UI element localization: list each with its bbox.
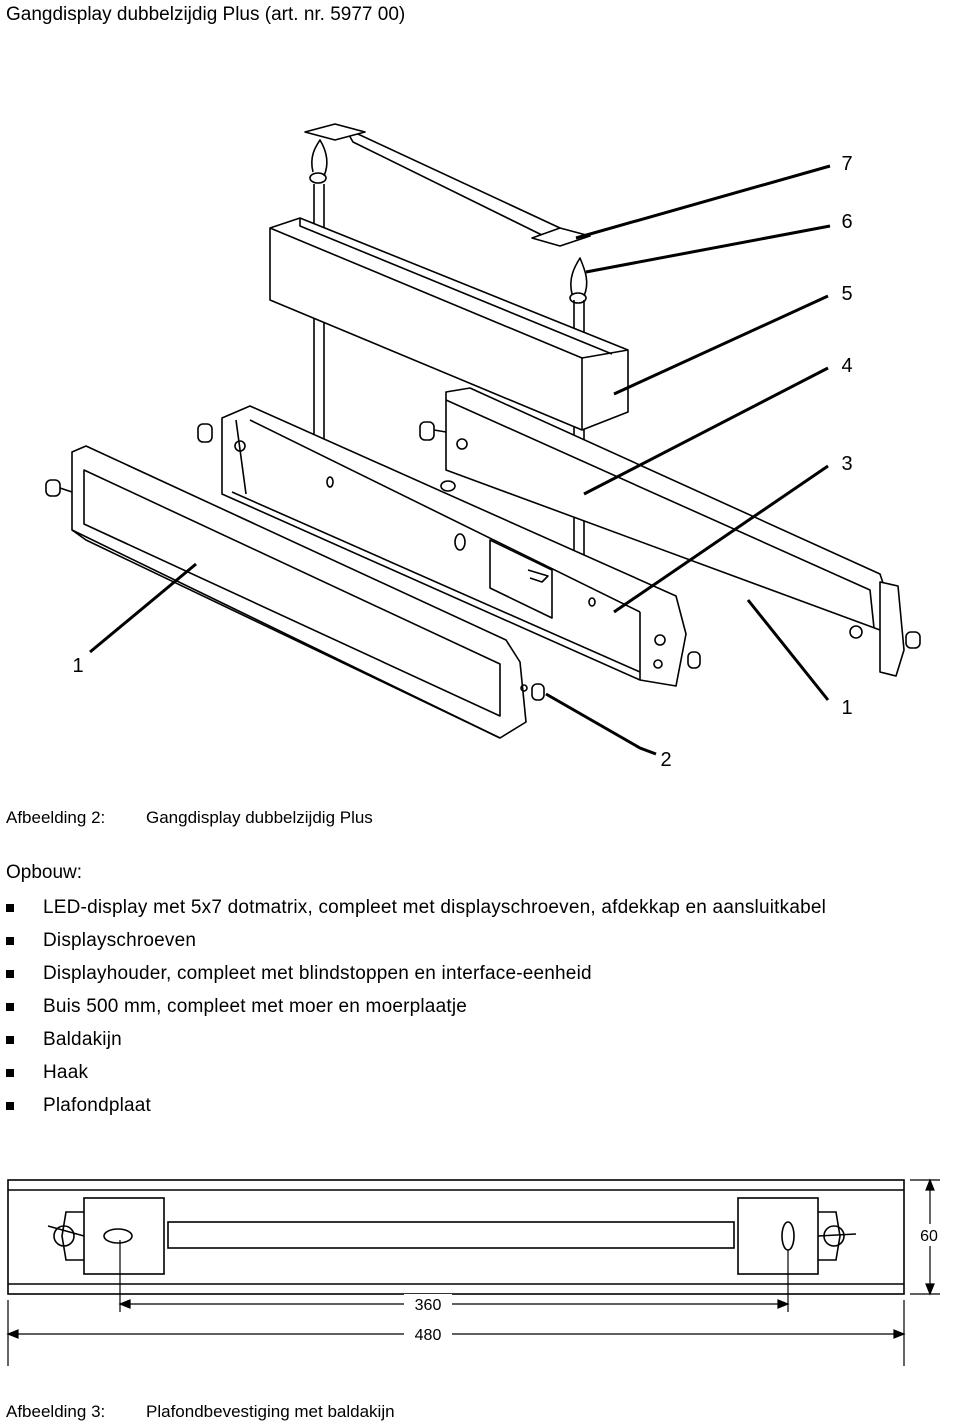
figure2-caption-text: Gangdisplay dubbelzijdig Plus	[146, 808, 373, 827]
list-item: Haak	[6, 1058, 826, 1091]
figure2-caption: Afbeelding 2: Gangdisplay dubbelzijdig Pl…	[6, 808, 373, 828]
callout-4: 4	[841, 355, 852, 377]
dimension-360: 360	[415, 1297, 442, 1314]
figure2-caption-label: Afbeelding 2:	[6, 808, 106, 827]
callout-1-left: 1	[72, 655, 83, 677]
callout-3: 3	[841, 453, 852, 475]
figure3-caption: Afbeelding 3: Plafondbevestiging met bald…	[6, 1402, 395, 1422]
callout-7: 7	[841, 153, 852, 175]
bullet-icon	[6, 1003, 14, 1011]
list-item: Displayschroeven	[6, 926, 826, 959]
figure3-caption-label: Afbeelding 3:	[6, 1402, 106, 1421]
bullet-icon	[6, 904, 14, 912]
callout-5: 5	[841, 283, 852, 305]
bullet-icon	[6, 1069, 14, 1077]
bullet-icon	[6, 970, 14, 978]
dimension-60: 60	[920, 1228, 938, 1245]
callout-2: 2	[660, 749, 671, 771]
callout-6: 6	[841, 211, 852, 233]
bullet-icon	[6, 1102, 14, 1110]
dimension-480: 480	[415, 1327, 442, 1344]
list-item: Displayhouder, compleet met blindstoppen…	[6, 959, 826, 992]
list-item: Plafondplaat	[6, 1091, 826, 1124]
list-item: LED-display met 5x7 dotmatrix, compleet …	[6, 893, 826, 926]
page-title: Gangdisplay dubbelzijdig Plus (art. nr. …	[6, 4, 406, 25]
callout-1-right: 1	[841, 697, 852, 719]
figure3-caption-text: Plafondbevestiging met baldakijn	[146, 1402, 395, 1421]
bullet-icon	[6, 937, 14, 945]
display-assembly-drawing: 7 6 5 4 3 1 1 2	[45, 123, 921, 771]
parts-heading: Opbouw:	[6, 862, 83, 883]
list-item: Baldakijn	[6, 1025, 826, 1058]
list-item: Buis 500 mm, compleet met moer en moerpl…	[6, 992, 826, 1025]
bullet-icon	[6, 1036, 14, 1044]
parts-list: LED-display met 5x7 dotmatrix, compleet …	[6, 893, 826, 1124]
